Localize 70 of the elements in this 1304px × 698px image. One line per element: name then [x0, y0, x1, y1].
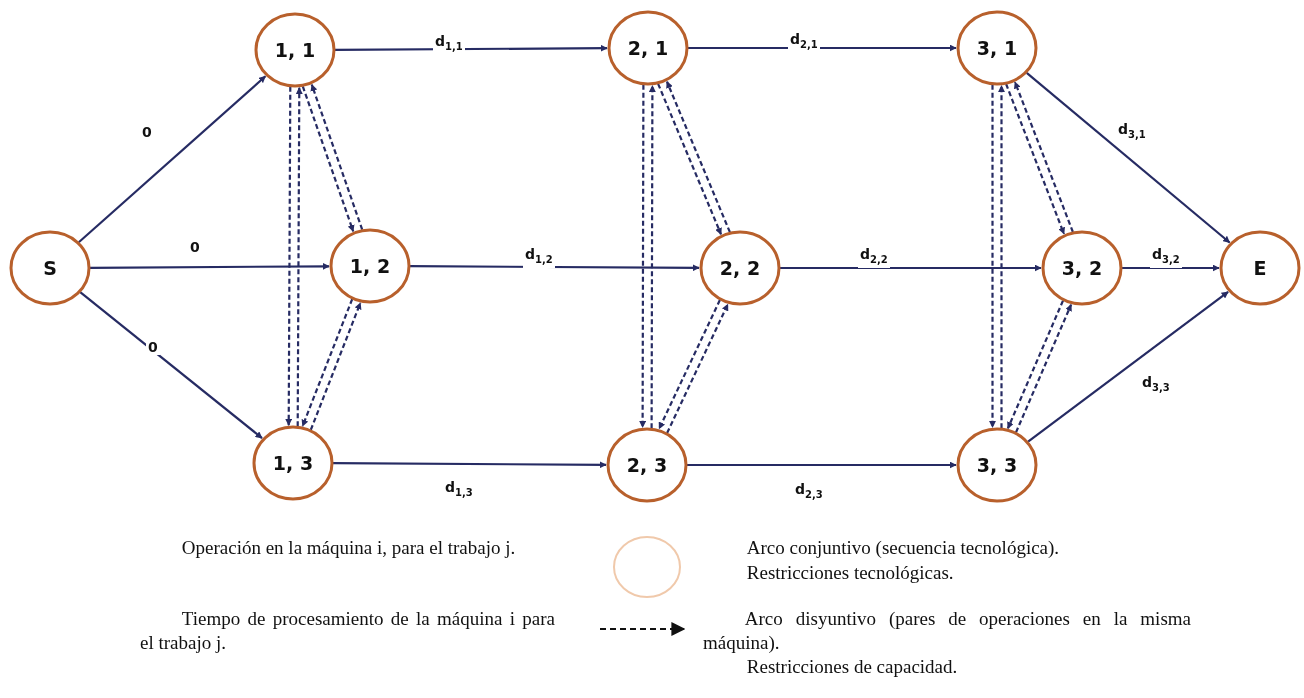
- edge-label: 0: [140, 124, 154, 140]
- conjunctive-arc: [79, 291, 263, 439]
- disjunctive-arc: [295, 87, 303, 427]
- edge-label: 0: [188, 239, 202, 255]
- disjunctive-arc: [301, 298, 354, 427]
- operation-node: [1040, 229, 1124, 307]
- legend-text: Arco conjuntivo (secuencia tecnológica).: [745, 536, 1061, 560]
- operation-node: [1218, 229, 1302, 307]
- disjunctive-arc: [285, 86, 293, 426]
- conjunctive-arc: [335, 44, 608, 52]
- legend-text: Restricciones tecnológicas.: [745, 561, 955, 585]
- conjunctive-arc: [333, 461, 607, 469]
- conjunctive-arc: [410, 264, 700, 272]
- disjunctive-arc: [989, 84, 996, 428]
- node-label: 3, 1: [976, 37, 1018, 59]
- legend-text: Tiempo de procesamiento de la máquina i para el trabajo j.: [140, 607, 555, 655]
- edge-label: d$_{3,3}$: [1140, 374, 1172, 396]
- edge-label: d$_{3,2}$: [1150, 246, 1182, 268]
- node-label: 2, 2: [719, 257, 761, 279]
- node-label: 3, 3: [976, 454, 1018, 476]
- disjunctive-arc: [310, 84, 364, 231]
- disjunctive-arc: [309, 302, 362, 431]
- node-label: 2, 1: [627, 37, 669, 59]
- conjunctive-arc: [687, 461, 957, 469]
- conjunctive-arc: [688, 44, 957, 52]
- edge-label: d$_{1,1}$: [433, 33, 465, 55]
- disjunctive-arc: [666, 81, 731, 233]
- node-label: 1, 3: [272, 452, 314, 474]
- node-label: S: [43, 257, 57, 279]
- disjunctive-arc: [998, 85, 1005, 429]
- conjunctive-arc: [90, 262, 330, 270]
- conjunctive-arc: [1122, 264, 1220, 272]
- disjunctive-arc: [1006, 300, 1064, 430]
- disjunctive-arc: [639, 84, 647, 428]
- disjunctive-arc: [648, 85, 656, 429]
- node-label: E: [1253, 257, 1267, 279]
- legend-text: Operación en la máquina i, para el trabajo j.: [180, 536, 517, 560]
- conjunctive-arc: [780, 264, 1042, 272]
- operation-node: [251, 424, 335, 502]
- operation-node: [955, 426, 1039, 504]
- edge-label: d$_{2,3}$: [793, 481, 825, 503]
- edge-label: d$_{3,1}$: [1116, 121, 1148, 143]
- operation-node: [698, 229, 782, 307]
- operation-node: [253, 11, 337, 89]
- conjunctive-arc: [1026, 71, 1231, 244]
- disjunctive-arc: [666, 303, 729, 434]
- edge-label: 0: [146, 339, 160, 355]
- operation-node: [605, 426, 689, 504]
- disjunctive-arc: [1013, 81, 1074, 233]
- disjunctive-arc: [1005, 83, 1066, 235]
- edge-label: d$_{1,3}$: [443, 479, 475, 501]
- operation-node: [8, 229, 92, 307]
- conjunctive-arc: [1027, 291, 1229, 443]
- node-label: 2, 3: [626, 454, 668, 476]
- node-label: 1, 1: [274, 39, 316, 61]
- node-label: 3, 2: [1061, 257, 1103, 279]
- node-label: 1, 2: [349, 255, 391, 277]
- legend-text: Restricciones de capacidad.: [745, 655, 959, 679]
- edge-label: d$_{1,2}$: [523, 246, 555, 268]
- operation-node: [328, 227, 412, 305]
- operation-node: [955, 9, 1039, 87]
- edge-label: d$_{2,1}$: [788, 31, 820, 53]
- legend-text: Arco disyuntivo (pares de operaciones en la misma máquina).: [703, 607, 1191, 655]
- edge-label: d$_{2,2}$: [858, 246, 890, 268]
- disjunctive-arc: [658, 299, 721, 430]
- disjunctive-arc: [657, 83, 722, 235]
- disjunctive-arc: [301, 85, 355, 232]
- operation-node: [606, 9, 690, 87]
- disjunctive-arc: [1015, 303, 1073, 433]
- conjunctive-arc: [78, 75, 267, 244]
